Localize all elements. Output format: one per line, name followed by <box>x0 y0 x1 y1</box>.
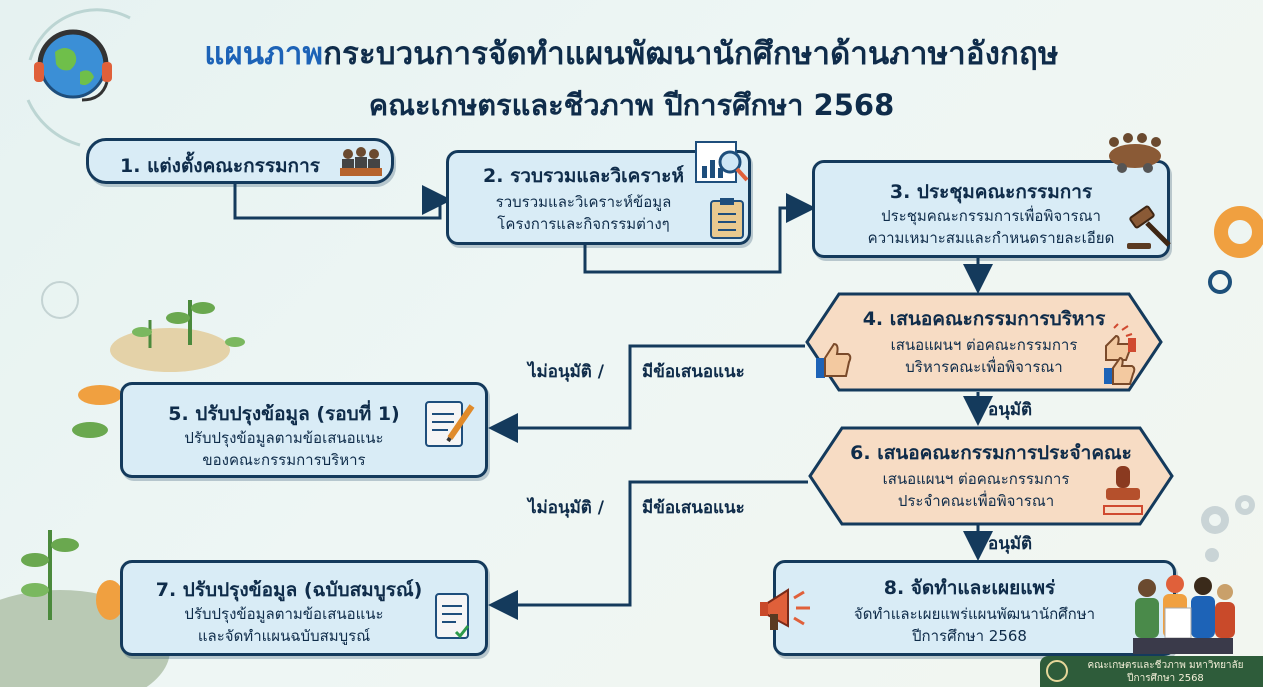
step-8-title: 8. จัดทำและเผยแพร่ <box>883 577 1056 599</box>
step-3-title: 3. ประชุมคณะกรรมการ <box>889 181 1093 203</box>
page-subtitle: คณะเกษตรและชีวภาพ ปีการศึกษา 2568 <box>368 88 895 122</box>
suggest-label-b: มีข้อเสนอแนะ <box>642 498 745 518</box>
step-4-title: 4. เสนอคณะกรรมการบริหาร <box>862 308 1106 330</box>
step-3-desc-1: ประชุมคณะกรรมการเพื่อพิจารณา <box>881 207 1101 225</box>
step-6-box: 6. เสนอคณะกรรมการประจำคณะ เสนอแผนฯ ต่อคณ… <box>808 426 1174 526</box>
students-icon <box>1133 575 1235 654</box>
suggest-label-a: มีข้อเสนอแนะ <box>642 362 745 382</box>
gavel-icon <box>1127 205 1171 249</box>
university-seal-icon <box>1046 660 1068 682</box>
title-highlight: แผนภาพ <box>204 36 324 72</box>
title-rest: กระบวนการจัดทำแผนพัฒนานักศึกษาด้านภาษาอั… <box>323 36 1059 72</box>
step-6-desc-1: เสนอแผนฯ ต่อคณะกรรมการ <box>882 470 1070 488</box>
step-2-desc-1: รวบรวมและวิเคราะห์ข้อมูล <box>495 193 672 211</box>
step-5-desc-1: ปรับปรุงข้อมูลตามข้อเสนอแนะ <box>184 429 384 447</box>
stamp-icon <box>1103 466 1143 515</box>
step-8-box: 8. จัดทำและเผยแพร่ จัดทำและเผยแพร่แผนพัฒ… <box>773 560 1176 656</box>
approve-label-b: อนุมัติ <box>988 534 1033 554</box>
step-6-desc-2: ประจำคณะเพื่อพิจารณา <box>897 492 1055 510</box>
step-7-box: 7. ปรับปรุงข้อมูล (ฉบับสมบูรณ์) ปรับปรุง… <box>120 560 488 656</box>
reject-label-a: ไม่อนุมัติ / <box>528 362 604 382</box>
step-4-desc-2: บริหารคณะเพื่อพิจารณา <box>905 358 1063 376</box>
step-1-title: 1. แต่งตั้งคณะกรรมการ <box>120 155 320 177</box>
step-5-title: 5. ปรับปรุงข้อมูล (รอบที่ 1) <box>168 403 400 425</box>
checklist-icon <box>710 198 744 239</box>
step-5-desc-2: ของคณะกรรมการบริหาร <box>202 451 366 469</box>
footer-line-1: คณะเกษตรและชีวภาพ มหาวิทยาลัย <box>1087 660 1244 671</box>
footer-badge: คณะเกษตรและชีวภาพ มหาวิทยาลัย ปีการศึกษา… <box>1040 656 1263 687</box>
step-8-desc-1: จัดทำและเผยแพร่แผนพัฒนานักศึกษา <box>853 605 1096 623</box>
step-5-box: 5. ปรับปรุงข้อมูล (รอบที่ 1) ปรับปรุงข้อ… <box>120 382 488 478</box>
gear-icon <box>1214 206 1263 258</box>
plant-icon <box>72 300 245 438</box>
step-2-title: 2. รวบรวมและวิเคราะห์ <box>483 165 684 187</box>
globe-headset-icon <box>34 29 112 102</box>
step-4-desc-1: เสนอแผนฯ ต่อคณะกรรมการ <box>890 336 1078 354</box>
approve-label-a: อนุมัติ <box>988 400 1033 420</box>
step-7-desc-1: ปรับปรุงข้อมูลตามข้อเสนอแนะ <box>184 605 384 623</box>
thumbs-up-icon <box>1104 323 1136 385</box>
page-title: แผนภาพกระบวนการจัดทำแผนพัฒนานักศึกษาด้าน… <box>0 28 1263 78</box>
step-4-box: 4. เสนอคณะกรรมการบริหาร เสนอแผนฯ ต่อคณะก… <box>805 292 1163 392</box>
step-7-title: 7. ปรับปรุงข้อมูล (ฉบับสมบูรณ์) <box>155 579 423 601</box>
document-icon <box>435 593 470 639</box>
meeting-icon <box>340 147 382 176</box>
edit-note-icon <box>425 401 475 447</box>
step-3-box: 3. ประชุมคณะกรรมการ ประชุมคณะกรรมการเพื่… <box>812 160 1170 258</box>
step-7-desc-2: และจัดทำแผนฉบับสมบูรณ์ <box>197 627 371 645</box>
footer-line-2: ปีการศึกษา 2568 <box>1127 673 1204 684</box>
reject-label-b: ไม่อนุมัติ / <box>528 498 604 518</box>
step-6-title: 6. เสนอคณะกรรมการประจำคณะ <box>850 442 1132 464</box>
conference-icon <box>1109 133 1161 173</box>
thumbs-up-icon <box>816 342 852 378</box>
step-3-desc-2: ความเหมาะสมและกำหนดรายละเอียด <box>867 229 1115 247</box>
step-2-desc-2: โครงการและกิจกรรมต่างๆ <box>497 215 670 233</box>
step-8-desc-2: ปีการศึกษา 2568 <box>912 627 1027 645</box>
analytics-icon <box>695 141 749 183</box>
megaphone-icon <box>760 588 810 630</box>
